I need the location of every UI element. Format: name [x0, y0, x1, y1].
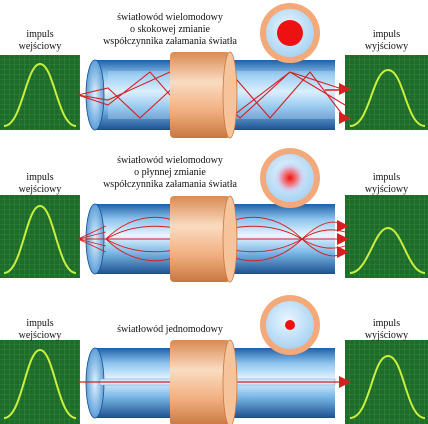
fiber-title-step-index: światłowód wielomodowy o skokowej zmiani…: [82, 12, 258, 48]
label-line: wyjściowy: [364, 184, 409, 195]
label-line: wejściowy: [18, 330, 62, 341]
title-line: współczynnika załamania światła: [103, 36, 237, 47]
fiber-title-single-mode: światłowód jednomodowy: [82, 324, 258, 336]
core-graded-index: [274, 162, 306, 194]
label-line: impuls: [372, 29, 401, 40]
fiber-jacket-1: [170, 52, 230, 138]
section-step-index: [0, 3, 428, 139]
arrow-head: [337, 233, 349, 245]
title-line: o skokowej zmianie: [130, 24, 210, 35]
label-line: impuls: [26, 172, 54, 183]
arrow-head: [339, 112, 351, 124]
input-pulse-2: [3, 204, 77, 274]
title-line: współczynnika załamania światła: [103, 179, 237, 190]
arrow-head: [339, 83, 351, 95]
title-line: o płynnej zmianie: [134, 167, 206, 178]
output-pulse-3: [349, 354, 426, 419]
input-scope-1: [0, 55, 80, 130]
label-line: wejściowy: [18, 41, 62, 52]
core-single-mode: [285, 320, 295, 330]
fiber-end-face-1: [85, 59, 105, 131]
input-pulse-label: impuls wejściowy: [0, 29, 80, 53]
fiber-jacket-1: [222, 51, 238, 139]
fiber-jacket-3: [222, 339, 238, 424]
section-single-mode: [0, 295, 428, 424]
input-pulse-label: impuls wejściowy: [0, 172, 80, 196]
arrow-head: [337, 220, 349, 232]
title-line: światłowód wielomodowy: [117, 155, 223, 166]
label-line: impuls: [372, 172, 401, 183]
output-pulse-2: [349, 226, 426, 274]
output-pulse-label: impuls wyjściowy: [345, 318, 428, 342]
label-line: wejściowy: [18, 184, 62, 195]
fiber-title-graded-index: światłowód wielomodowy o płynnej zmianie…: [82, 155, 258, 191]
label-line: wyjściowy: [364, 41, 409, 52]
input-scope-2: [0, 195, 80, 278]
label-line: impuls: [26, 318, 54, 329]
label-line: impuls: [372, 318, 401, 329]
input-pulse-label: impuls wejściowy: [0, 318, 80, 342]
title-line: światłowód wielomodowy: [117, 12, 223, 23]
label-line: wyjściowy: [364, 330, 409, 341]
label-line: impuls: [26, 29, 54, 40]
core-step-index: [277, 20, 303, 46]
fiber-jacket-3: [170, 340, 230, 424]
output-scope-2: [345, 195, 428, 278]
output-pulse-label: impuls wyjściowy: [345, 29, 428, 53]
section-graded-index: [0, 148, 428, 283]
fiber-jacket-2: [222, 195, 238, 283]
arrow-head: [339, 376, 351, 388]
output-pulse-1: [349, 68, 426, 127]
title-line: światłowód jednomodowy: [117, 324, 223, 335]
input-pulse-1: [3, 62, 77, 127]
input-pulse-3: [3, 348, 77, 419]
arrow-head: [337, 246, 349, 258]
output-pulse-label: impuls wyjściowy: [345, 172, 428, 196]
fiber-jacket-2: [170, 196, 230, 282]
